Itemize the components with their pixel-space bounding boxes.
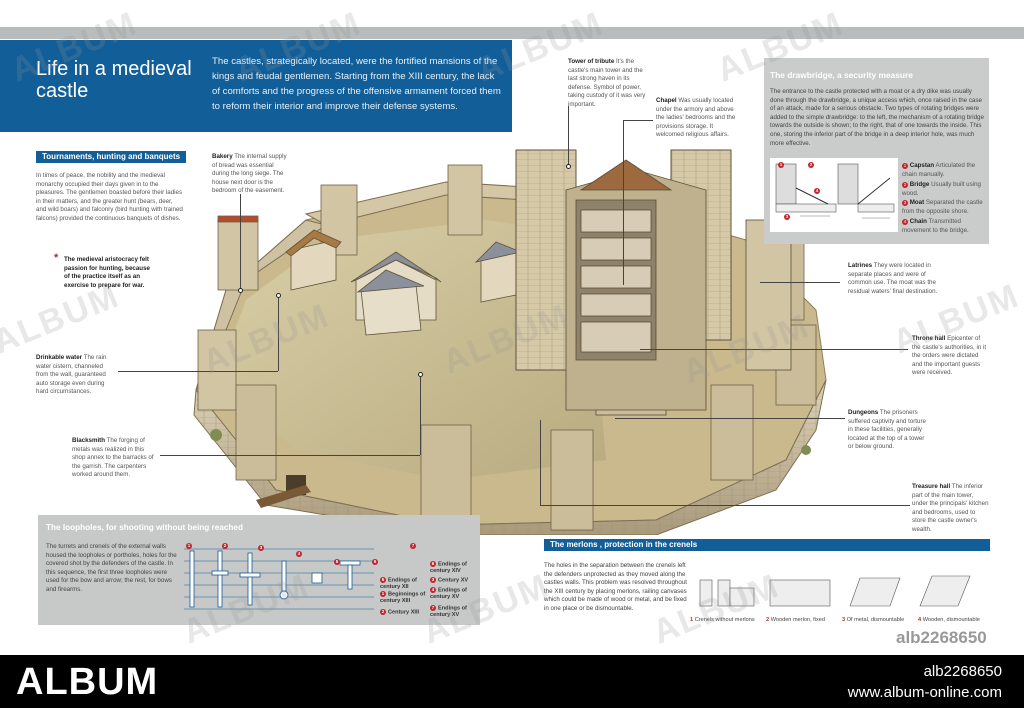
chapel-leader-h	[623, 120, 653, 121]
merlon-caption-4: 4 Wooden, dismountable	[918, 617, 980, 623]
bakery-title: Bakery	[212, 153, 233, 160]
latrines-text: They were located in separate places and…	[848, 262, 938, 295]
loophole-num-1: 1	[186, 543, 192, 549]
tower-title: Tower of tribute	[568, 58, 615, 65]
tower-text: It's the castle's main tower and the las…	[568, 58, 646, 108]
blacksmith-leader	[160, 455, 420, 456]
merlons-heading: The merlons , protection in the crenels	[544, 539, 990, 551]
chapel-text: Was usually located under the armory and…	[656, 97, 736, 139]
loopholes-heading: The loopholes, for shooting without bein…	[46, 523, 243, 532]
blacksmith-text: The forging of metals was realized in th…	[72, 437, 154, 479]
water-dot	[276, 293, 281, 298]
water-leader	[118, 371, 278, 372]
merlon-caption-3: 3 Of metal, dismountable	[842, 617, 905, 623]
blacksmith-leader-v	[420, 375, 421, 455]
drawbridge-text: The entrance to the castle protected wit…	[770, 88, 984, 147]
throne-callout: Throne hall Epicenter of the castle's au…	[912, 335, 990, 378]
tower-dot	[566, 164, 571, 169]
loophole-num-7: 7	[410, 543, 416, 549]
image-id-label: alb2268650	[896, 628, 987, 647]
treasure-leader-v	[540, 420, 541, 505]
footer-url-link[interactable]: www.album-online.com	[847, 684, 1002, 701]
merlons-text: The holes in the separation between the …	[544, 562, 687, 612]
blacksmith-title: Blacksmith	[72, 437, 106, 444]
latrines-leader	[760, 282, 840, 283]
drawbridge-heading: The drawbridge, a security measure	[770, 70, 913, 80]
loophole-num-3: 3	[258, 545, 264, 551]
chapel-callout: Chapel Was usually located under the arm…	[656, 97, 738, 140]
latrines-callout: Latrines They were located in separate p…	[848, 262, 938, 296]
merlons-diagram	[699, 575, 971, 607]
bakery-leader	[240, 194, 241, 290]
diagram-marker-1: 1	[778, 162, 784, 168]
bakery-callout: Bakery The internal supply of bread was …	[212, 153, 292, 196]
intro-text: The castles, strategically located, were…	[212, 56, 501, 112]
loophole-num-4: 4	[296, 551, 302, 557]
loopholes-text: The turrets and crenels of the external …	[46, 543, 177, 593]
bakery-dot	[238, 288, 243, 293]
water-text: The rain water cistern, channeled from t…	[36, 354, 107, 396]
dungeons-text: The prisoners suffered captivity and tor…	[848, 409, 926, 451]
tower-callout: Tower of tribute It's the castle's main …	[568, 58, 648, 110]
water-leader-v	[278, 296, 279, 371]
throne-text: Epicenter of the castle's authorities, i…	[912, 335, 987, 377]
title-block: Life in a medieval castle The castles, s…	[0, 40, 512, 132]
loopholes-panel: The loopholes, for shooting without bein…	[38, 515, 480, 625]
diagram-marker-4: 4	[814, 188, 820, 194]
loophole-num-5: 5	[334, 559, 340, 565]
loophole-num-2: 2	[222, 543, 228, 549]
bakery-text: The internal supply of bread was essenti…	[212, 153, 287, 195]
star-icon: *	[54, 252, 59, 264]
footer-bar: ALBUM alb2268650 www.album-online.com	[0, 655, 1024, 708]
drawbridge-legend-4: 4 Chain Transmitted movement to the brid…	[902, 218, 969, 234]
tournaments-text: In times of peace, the nobility and the …	[36, 172, 183, 222]
tower-leader	[568, 106, 569, 166]
hunting-note: The medieval aristocracy felt passion fo…	[64, 256, 150, 289]
merlon-caption-1: 1 Crenels without merlons	[690, 617, 755, 623]
diagram-marker-3: 3	[784, 214, 790, 220]
castle-illustration	[193, 149, 827, 535]
loopholes-diagram	[184, 548, 374, 610]
water-title: Drinkable water	[36, 354, 83, 361]
blacksmith-dot	[418, 372, 423, 377]
water-callout: Drinkable water The rain water cistern, …	[36, 354, 114, 397]
chapel-title: Chapel	[656, 97, 677, 104]
dungeons-title: Dungeons	[848, 409, 879, 416]
treasure-title: Treasure hall	[912, 483, 951, 490]
infographic-page: Life in a medieval castle The castles, s…	[0, 4, 1024, 652]
dungeons-leader	[615, 418, 845, 419]
album-logo[interactable]: ALBUM	[16, 661, 159, 703]
throne-title: Throne hall	[912, 335, 946, 342]
top-gray-bar	[0, 27, 1024, 39]
blacksmith-callout: Blacksmith The forging of metals was rea…	[72, 437, 156, 480]
chapel-leader	[623, 120, 624, 285]
drawbridge-diagram	[770, 158, 898, 232]
tournaments-heading: Tournaments, hunting and banquets	[36, 151, 187, 163]
drawbridge-legend-3: 3 Moat Separated the castle from the opp…	[902, 199, 983, 215]
dungeons-callout: Dungeons The prisoners suffered captivit…	[848, 409, 928, 452]
merlon-caption-2: 2 Wooden merlon, fixed	[766, 617, 825, 623]
treasure-callout: Treasure hall The inferior part of the m…	[912, 483, 990, 535]
loophole-num-6: 6	[372, 559, 378, 565]
footer-image-id: alb2268650	[923, 663, 1002, 680]
treasure-text: The inferior part of the main tower, und…	[912, 483, 989, 533]
page-title: Life in a medieval castle	[36, 58, 192, 102]
drawbridge-legend-2: 2 Bridge Usually built using wood.	[902, 181, 981, 197]
diagram-marker-2: 2	[808, 162, 814, 168]
throne-leader	[640, 349, 908, 350]
drawbridge-legend-1: 1 Capstan Articulated the chain manually…	[902, 162, 976, 178]
latrines-title: Latrines	[848, 262, 873, 269]
treasure-leader	[540, 505, 910, 506]
drawbridge-panel: The drawbridge, a security measure The e…	[764, 58, 989, 244]
